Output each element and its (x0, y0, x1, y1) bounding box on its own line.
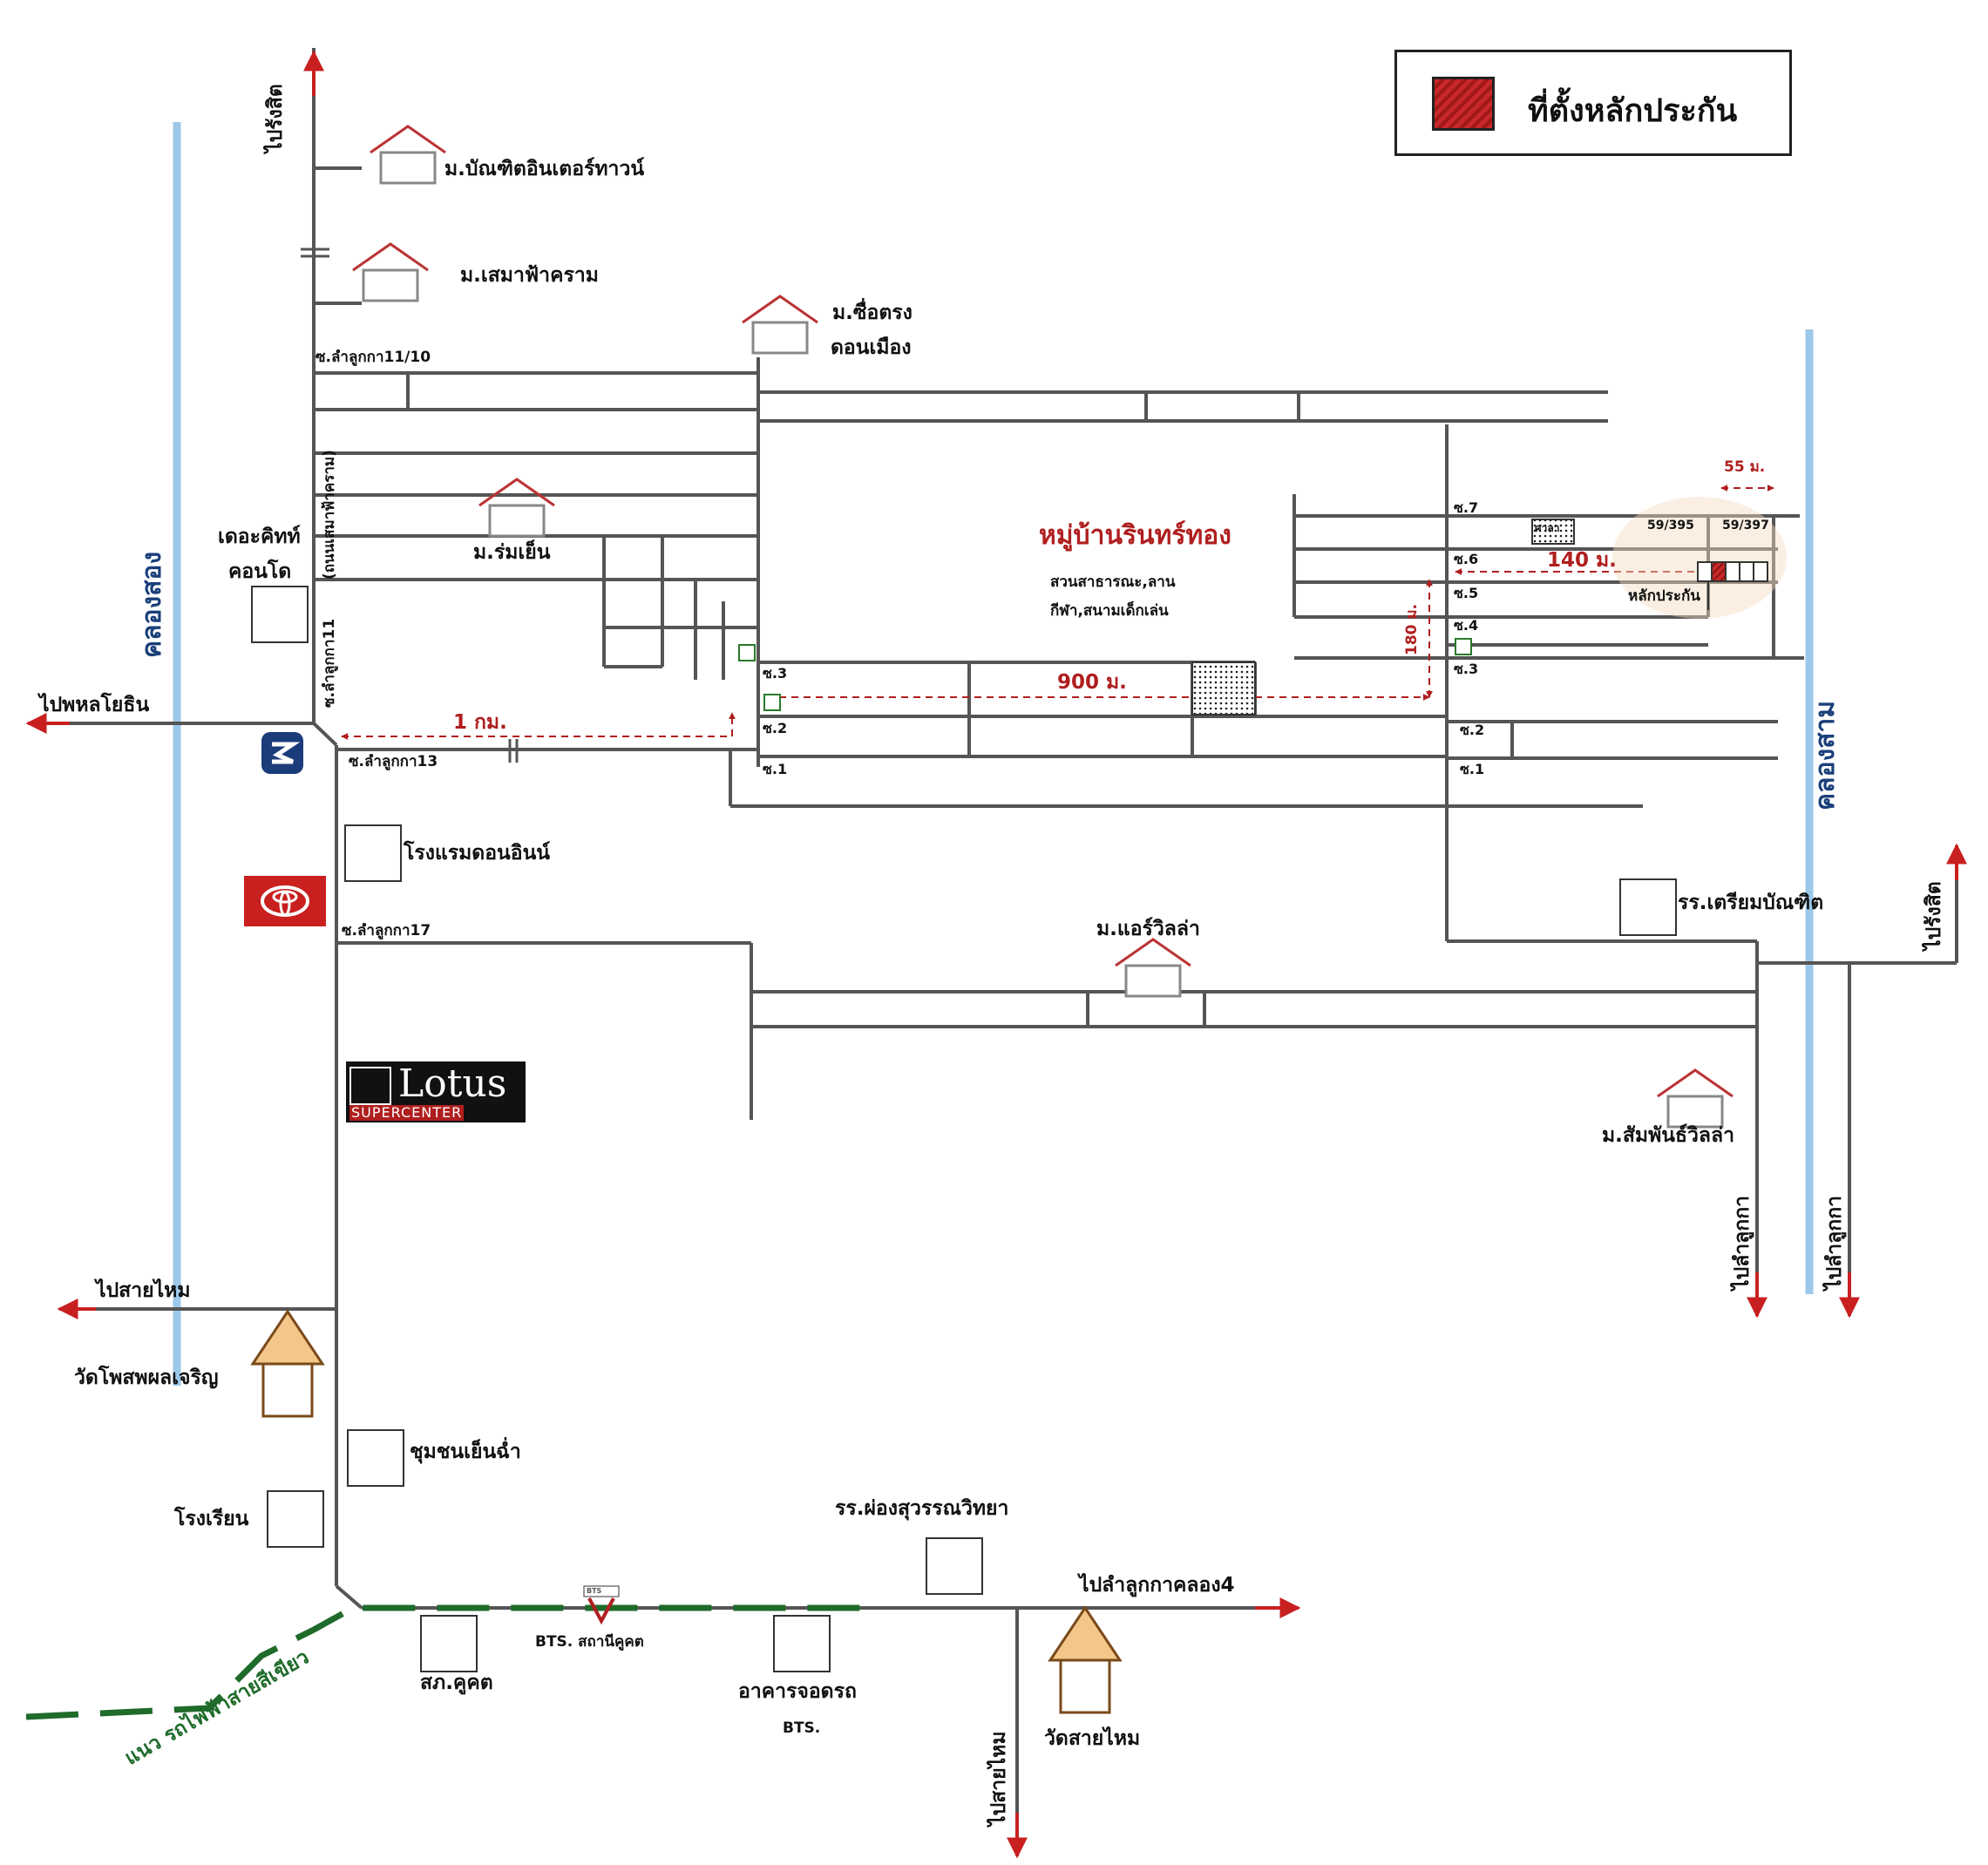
park-label-1: สวนสาธารณะ,ลาน (1050, 573, 1176, 591)
police-marker (420, 1615, 478, 1672)
park-area (1191, 661, 1256, 715)
soi-east-3: ซ.3 (1454, 661, 1479, 677)
map-legend: ที่ตั้งหลักประกัน (1394, 50, 1792, 156)
hotel-label: โรงแรมดอนอินน์ (404, 842, 551, 865)
lotus-emblem-icon (349, 1067, 391, 1105)
bts-station-label: BTS. สถานีคูคต (535, 1633, 644, 1651)
bts-green-line (25, 1604, 872, 1720)
toyota-logo (244, 876, 326, 926)
tiam-label: รร.เตรียมบัณฑิต (1678, 892, 1824, 914)
tiam-marker (1619, 878, 1677, 936)
road-thanon-semafa: (ถนนเสมาฟ้าคราม) (321, 450, 338, 580)
soi-east-5: ซ.5 (1454, 585, 1479, 601)
distance-lines (341, 485, 1774, 740)
distance-55m: 55 ม. (1724, 458, 1766, 476)
village-romyen: ม.ร่มเย็น (473, 541, 551, 564)
condo-marker (251, 586, 309, 643)
chumchon-label: ชุมชนเย็นฉ่ำ (410, 1441, 521, 1463)
direction-arrows (25, 50, 1967, 1859)
wat-saimai-label: วัดสายไหม (1044, 1727, 1141, 1750)
direction-rangsit-right: ไปรังสิต (1923, 881, 1945, 950)
soi-east-2: ซ.2 (1460, 722, 1485, 738)
phongsuwan-label: รร.ผ่องสุวรรณวิทยา (835, 1497, 1009, 1520)
bts-station-icon (583, 1585, 620, 1625)
police-label: สภ.คูคต (420, 1672, 493, 1694)
soi-west-3: ซ.3 (763, 665, 788, 682)
plot-59-397: 59/397 (1722, 519, 1769, 532)
sala-area (1531, 519, 1575, 545)
village-suetrong-2: ดอนเมือง (831, 336, 912, 359)
road-soi-13: ซ.ลำลูกกา13 (349, 753, 438, 770)
distance-180m: 180 ม. (1403, 603, 1421, 655)
road-soi-11-10: ซ.ลำลูกกา11/10 (316, 349, 431, 366)
distance-140m: 140 ม. (1547, 549, 1617, 572)
road-soi-17: ซ.ลำลูกกา17 (342, 922, 431, 939)
toyota-emblem-icon (261, 885, 309, 917)
soi-west-1: ซ.1 (763, 761, 788, 777)
soi-west-2: ซ.2 (763, 720, 788, 736)
legend-swatch (1432, 77, 1495, 131)
bts-parking-label-1: อาคารจอดรถ (738, 1680, 857, 1703)
bts-parking-marker (773, 1615, 831, 1672)
seven-eleven-icon (738, 638, 1472, 711)
direction-lamlukka-1: ไปลำลูกกา (1731, 1195, 1754, 1290)
collateral-highlight (1612, 497, 1787, 619)
soi-east-6: ซ.6 (1454, 551, 1479, 567)
bank-logo-icon (261, 732, 303, 774)
direction-saimai-bottom: ไปสายไหม (987, 1731, 1010, 1827)
village-samphan: ม.สัมพันธ์วิลล่า (1602, 1124, 1735, 1147)
direction-phahon: ไปพหลโยธิน (39, 694, 150, 716)
plot-59-395: 59/395 (1647, 519, 1694, 532)
lotus-name: Lotus (398, 1061, 507, 1106)
soi-east-1: ซ.1 (1460, 761, 1485, 777)
village-suetrong-1: ม.ซื่อตรง (832, 302, 913, 324)
school-label: โรงเรียน (174, 1508, 249, 1530)
soi-east-7: ซ.7 (1454, 499, 1479, 516)
lotus-logo: Lotus SUPERCENTER (346, 1061, 526, 1122)
condo-label-2: คอนโด (228, 560, 292, 583)
road-soi-11: ซ.ลำลูกกา11 (321, 618, 338, 708)
distance-1km: 1 กม. (453, 711, 507, 734)
village-bundit: ม.บัณฑิตอินเตอร์ทาวน์ (444, 158, 645, 180)
legend-label: ที่ตั้งหลักประกัน (1528, 93, 1738, 129)
wat-phot-label: วัดโพสพผลเจริญ (74, 1367, 219, 1389)
direction-saimai-left: ไปสายไหม (96, 1279, 191, 1302)
lotus-subtitle: SUPERCENTER (349, 1104, 465, 1121)
direction-rangsit-top: ไปรังสิต (264, 84, 287, 153)
soi-east-4: ซ.4 (1454, 617, 1479, 634)
canal-khlong-sam-label: คลองสาม (1810, 700, 1841, 810)
direction-lamlukka-khlong4: ไปลำลูกกาคลอง4 (1079, 1574, 1235, 1597)
bts-parking-label-2: BTS. (783, 1719, 821, 1737)
village-semafa: ม.เสมาฟ้าคราม (460, 264, 599, 287)
temple-icons (250, 1309, 1123, 1714)
school-marker (267, 1490, 324, 1548)
collateral-label: หลักประกัน (1628, 587, 1700, 605)
distance-900m: 900 ม. (1057, 671, 1127, 694)
direction-lamlukka-2: ไปลำลูกกา (1823, 1195, 1846, 1290)
bts-logo-text: BTS (587, 1587, 602, 1595)
village-rinthong: หมู่บ้านรินทร์ทอง (1039, 520, 1231, 551)
house-icons (352, 125, 1734, 1129)
hotel-marker (344, 824, 402, 882)
village-air-villa: ม.แอร์วิลล่า (1096, 918, 1200, 940)
phongsuwan-marker (926, 1537, 983, 1595)
condo-label-1: เดอะคิทท์ (218, 526, 301, 548)
park-label-2: กีฬา,สนามเด็กเล่น (1050, 602, 1169, 620)
sala-label: ศาลา (1535, 522, 1560, 534)
collateral-plot (1711, 561, 1727, 582)
roads (31, 48, 1958, 1852)
chumchon-marker (347, 1429, 404, 1487)
canal-khlong-song-label: คลองสอง (137, 551, 167, 658)
